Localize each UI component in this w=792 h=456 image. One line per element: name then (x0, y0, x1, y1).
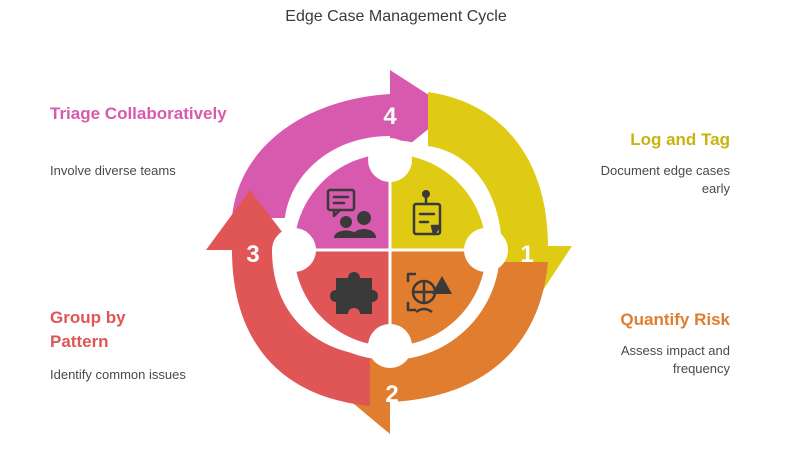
team-discussion-icon (326, 188, 376, 238)
arrow-1 (428, 92, 572, 316)
step-label-2: Quantify Risk (620, 310, 730, 329)
step-label-4: Triage Collaboratively (50, 104, 227, 123)
puzzle-piece-icon (330, 272, 378, 314)
diagram-title: Edge Case Management Cycle (285, 8, 507, 25)
step-label-3: Group by Pattern (50, 308, 126, 351)
step-description-3: Identify common issues (50, 367, 186, 382)
arrow-4 (232, 70, 452, 218)
step-label-1: Log and Tag (630, 130, 730, 149)
step-number-1: 1 (520, 241, 533, 268)
step-number-3: 3 (246, 241, 259, 268)
step-description-1: Document edge cases early (600, 163, 730, 196)
step-description-4: Involve diverse teams (50, 163, 176, 178)
risk-target-warning-icon (406, 272, 452, 314)
clipboard-pin-icon (412, 190, 442, 236)
step-number-4: 4 (383, 103, 397, 130)
arrow-3 (206, 190, 370, 406)
step-description-2: Assess impact and frequency (620, 343, 730, 376)
step-number-2: 2 (385, 381, 398, 408)
